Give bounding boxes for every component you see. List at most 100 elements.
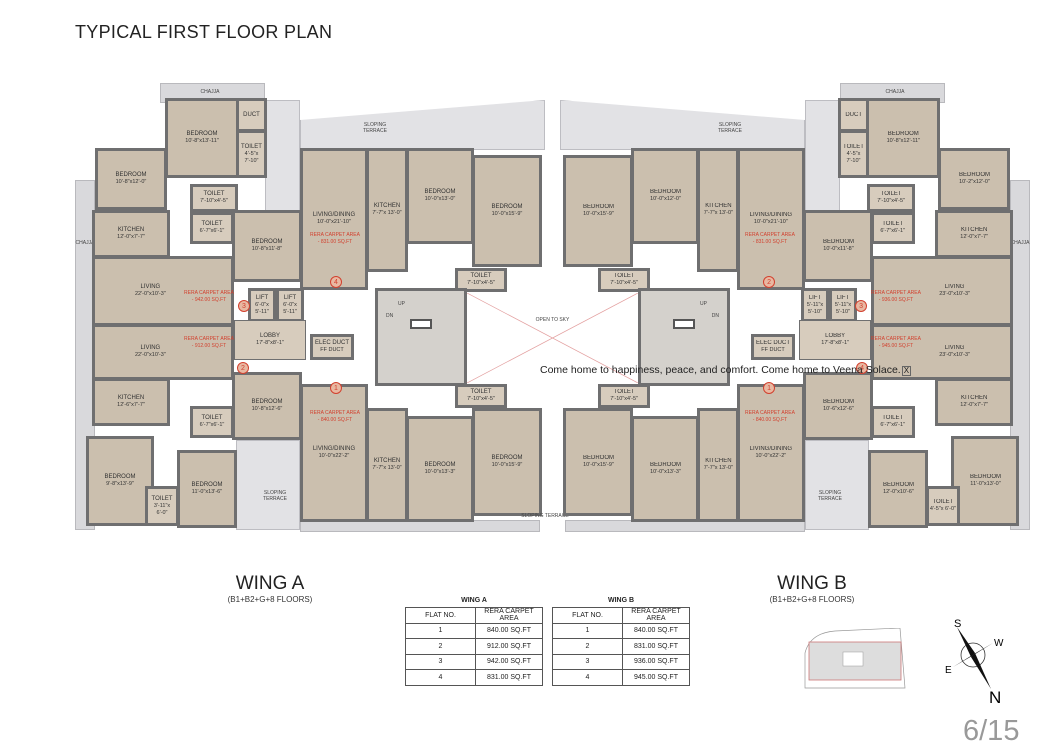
key-plan-thumbnail (804, 628, 906, 689)
column-header: FLAT NO. (405, 607, 476, 624)
compass-e: E (945, 665, 952, 676)
wing-a-title: WING A (235, 573, 305, 594)
stair-up-label: UP (398, 301, 405, 307)
table-title: WING A (461, 597, 487, 604)
column-header: RERA CARPET AREA (475, 607, 543, 624)
compass-n: N (989, 688, 1001, 705)
open-to-sky-label: OPEN TO SKY (535, 317, 570, 323)
chajja-label: CHAJJA (75, 240, 95, 246)
flat-number-badge: 1 (330, 382, 342, 394)
wing-b-label: WING B(B1+B2+G+8 FLOORS) (732, 573, 892, 604)
sloping-terrace-label: SLOPING TERRACE (818, 490, 842, 502)
chajja-label: CHAJJA (885, 89, 905, 95)
page-title: TYPICAL FIRST FLOOR PLAN (75, 22, 333, 42)
open-to-sky-cross-lines (467, 293, 638, 383)
stair-well (673, 319, 695, 329)
sloping-terrace (265, 100, 300, 220)
carpet-area-label: RERA CARPET AREA - 831.00 SQ.FT (310, 232, 360, 245)
chajja-label: CHAJJA (1010, 240, 1030, 246)
sloping-terrace-label: SLOPING TERRACE (263, 490, 287, 502)
sloping-terrace-label: SLOPING TERRACE (718, 122, 742, 134)
sloping-terrace-label: SLOPING TERRACE (363, 122, 387, 134)
compass-s: S (954, 618, 961, 630)
stair-dn-label: DN (711, 313, 719, 319)
close-overlay-icon[interactable]: X (901, 366, 912, 376)
carpet-area-label: RERA CARPET AREA - 840.00 SQ.FT (745, 410, 795, 423)
compass-icon: S W E N (945, 618, 1004, 705)
carpet-area-label: RERA CARPET AREA - 831.00 SQ.FT (745, 232, 795, 245)
wing-a-floors: (B1+B2+G+8 FLOORS) (227, 595, 313, 604)
compass-w: W (994, 638, 1004, 649)
carpet-area-label: RERA CARPET AREA - 942.00 SQ.FT (184, 290, 234, 303)
wing-b-title: WING B (777, 573, 847, 594)
table-title: WING B (607, 597, 635, 604)
staircase: UP DN (375, 288, 467, 386)
flat-number-badge: 3 (238, 300, 250, 312)
sloping-terrace-label: SLOPING TERRACE (521, 513, 569, 519)
wing-a-plan: SLOPING TERRACE SLOPING TERRACE CHAJJA C… (75, 83, 545, 532)
flat-number-badge: 4 (330, 276, 342, 288)
flat-number-badge: 1 (763, 382, 775, 394)
flat-number-badge: 2 (763, 276, 775, 288)
stair-up-label: UP (700, 301, 707, 307)
wing-a-label: WING A(B1+B2+G+8 FLOORS) (190, 573, 350, 604)
flat-number-badge: 3 (855, 300, 867, 312)
sloping-terrace (560, 100, 805, 150)
flat-number-badge: 2 (237, 362, 249, 374)
open-to-sky: OPEN TO SKY (467, 293, 638, 383)
carpet-area-label: RERA CARPET AREA - 912.00 SQ.FT (184, 336, 234, 349)
stair-dn-label: DN (386, 313, 394, 319)
duct: DUCT (838, 98, 869, 132)
carpet-area-label: RERA CARPET AREA - 936.00 SQ.FT (871, 290, 921, 303)
carpet-area-label: RERA CARPET AREA - 945.00 SQ.FT (871, 336, 921, 349)
stair-well (410, 319, 432, 329)
tagline-overlay: Come home to happiness, peace, and comfo… (540, 364, 912, 376)
sloping-terrace (805, 440, 869, 530)
wing-b-floors: (B1+B2+G+8 FLOORS) (769, 595, 855, 604)
